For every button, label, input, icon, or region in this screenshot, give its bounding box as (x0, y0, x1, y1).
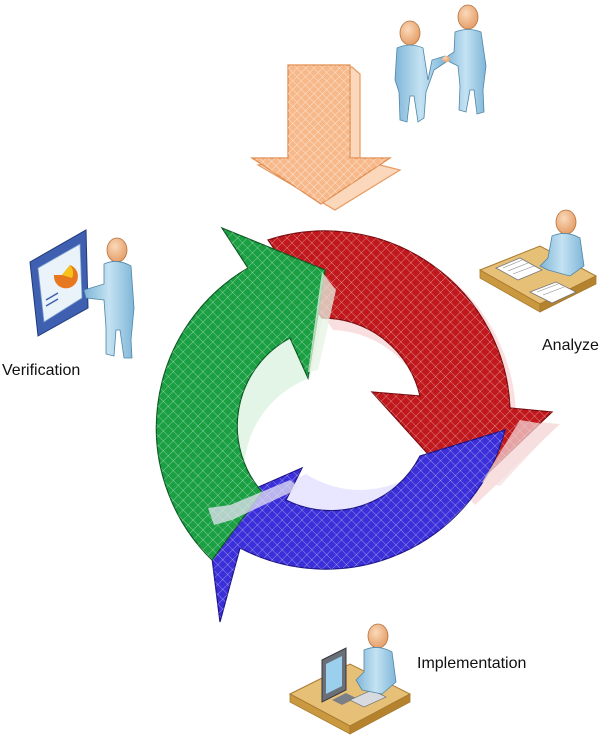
cycle-arrows (155, 226, 560, 623)
person-computer-desk-icon (288, 623, 412, 735)
verification-label: Verification (2, 362, 81, 379)
down-arrow-icon (250, 64, 402, 211)
person-desk-documents-icon (478, 209, 598, 313)
person-presentation-board-icon (29, 229, 135, 359)
blue-cycle-arrow (205, 429, 506, 623)
analyze-label: Analyze (542, 337, 599, 354)
handshake-people-icon (394, 4, 487, 123)
implementation-label: Implementation (417, 655, 527, 672)
red-cycle-arrow (267, 230, 554, 496)
green-cycle-arrow (155, 226, 326, 561)
